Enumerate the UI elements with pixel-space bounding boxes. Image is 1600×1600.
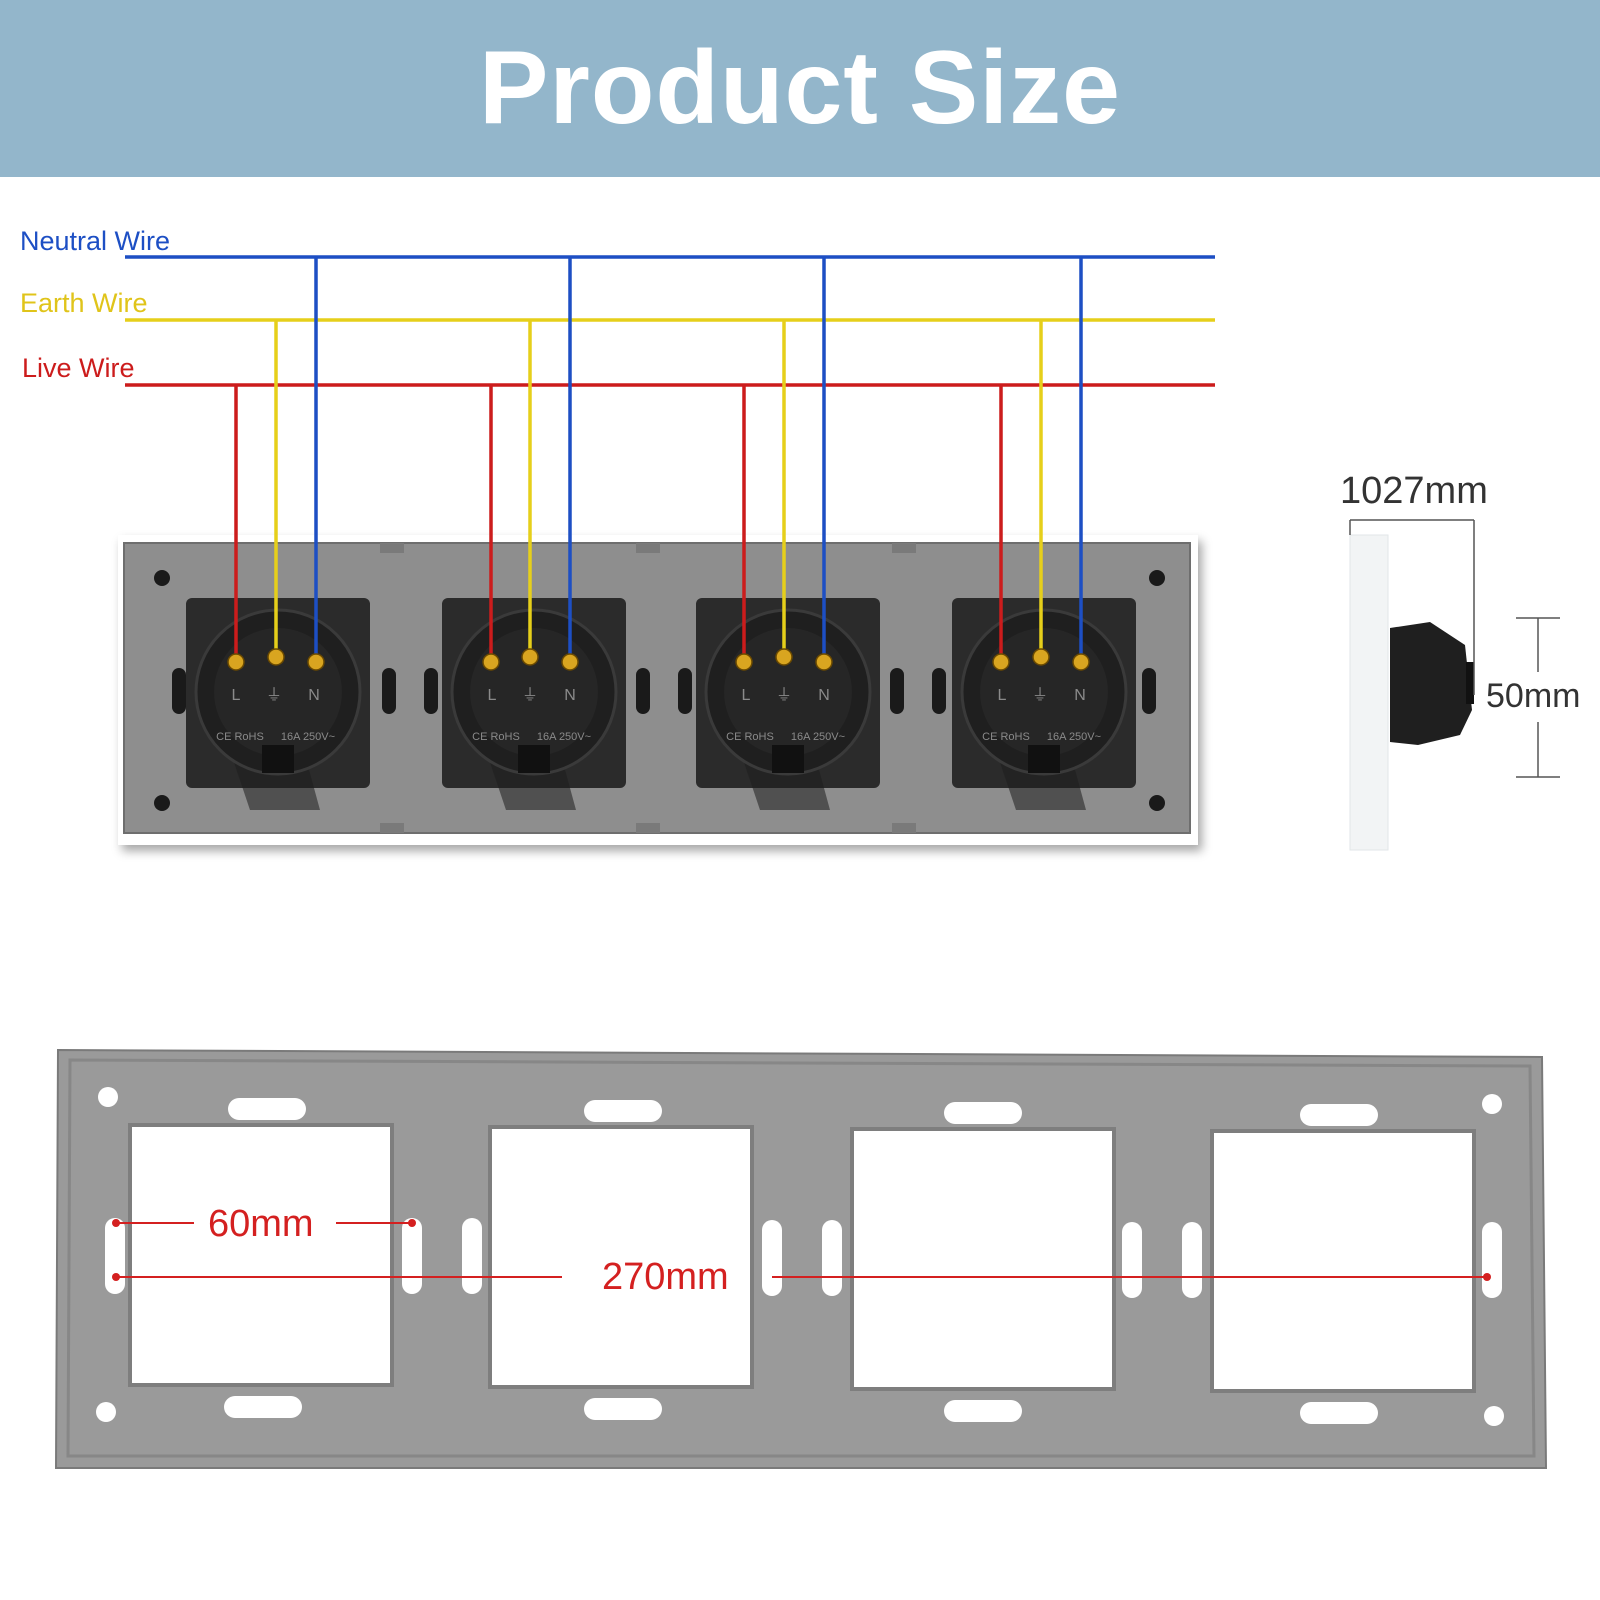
cert-mark: CE RoHS (216, 731, 264, 743)
height-label: 50mm (1486, 677, 1580, 715)
socket-module (696, 598, 880, 810)
rating-mark: 16A 250V~ (791, 731, 845, 743)
module-width-label: 60mm (208, 1203, 314, 1245)
depth-label: 1027mm (1340, 470, 1488, 512)
socket-module (442, 598, 626, 810)
terminal-label-l: L (232, 687, 241, 704)
side-view (1349, 519, 1560, 851)
terminal-label-n: N (564, 687, 576, 704)
socket-module (186, 598, 370, 810)
neutral-wire-label: Neutral Wire (20, 226, 170, 256)
rating-mark: 16A 250V~ (537, 731, 591, 743)
terminal-label-earth: ⏚ (776, 686, 792, 704)
terminal-label-earth: ⏚ (522, 686, 538, 704)
terminal-label-n: N (308, 687, 320, 704)
total-width-label: 270mm (602, 1256, 729, 1298)
cert-mark: CE RoHS (726, 731, 774, 743)
terminal-label-earth: ⏚ (266, 686, 282, 704)
terminal-label-l: L (742, 687, 751, 704)
mounting-frame (54, 1048, 1548, 1469)
terminal-label-n: N (818, 687, 830, 704)
terminal-label-earth: ⏚ (1032, 686, 1048, 704)
rating-mark: 16A 250V~ (281, 731, 335, 743)
rating-mark: 16A 250V~ (1047, 731, 1101, 743)
title-banner: Product Size (0, 0, 1600, 177)
live-wire-label: Live Wire (22, 353, 135, 383)
socket-module (952, 598, 1136, 810)
height-dimension-line (1516, 617, 1560, 778)
earth-wire-label: Earth Wire (20, 288, 148, 318)
terminal-label-l: L (998, 687, 1007, 704)
terminal-label-l: L (488, 687, 497, 704)
cert-mark: CE RoHS (982, 731, 1030, 743)
terminal-label-n: N (1074, 687, 1086, 704)
page-title: Product Size (479, 30, 1121, 146)
cert-mark: CE RoHS (472, 731, 520, 743)
depth-dimension-line (1349, 519, 1475, 695)
